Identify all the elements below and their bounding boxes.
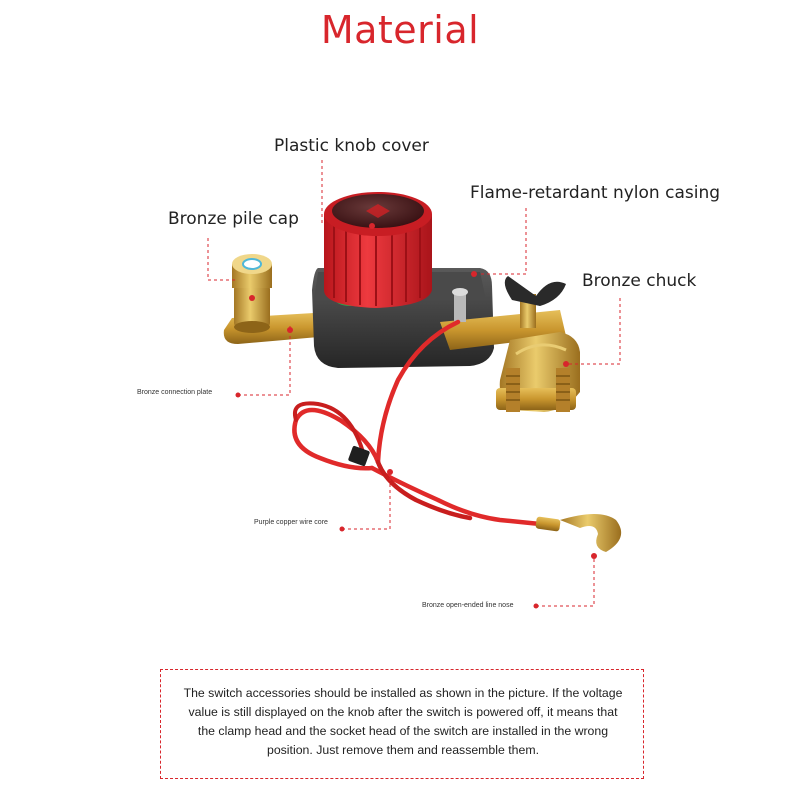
callout-dots (235, 223, 597, 609)
bronze-chuck (496, 276, 580, 412)
page-title: Material (320, 8, 480, 52)
callout-lines (207, 160, 621, 607)
label-knob-cover: Plastic knob cover (274, 136, 429, 156)
label-wire-core: Purple copper wire core (254, 519, 328, 526)
red-wire (292, 319, 543, 527)
label-casing: Flame-retardant nylon casing (470, 183, 721, 203)
bronze-line-nose (535, 514, 622, 552)
label-connection-plate: Bronze connection plate (137, 389, 213, 396)
plastic-knob (324, 192, 432, 308)
installation-note-text: The switch accessories should be install… (183, 686, 623, 757)
label-chuck: Bronze chuck (582, 271, 697, 291)
label-pile-cap: Bronze pile cap (168, 209, 299, 229)
cable-tie (348, 445, 370, 467)
bronze-pile-cap (232, 254, 272, 333)
installation-note-box: The switch accessories should be install… (160, 669, 644, 779)
label-line-nose: Bronze open-ended line nose (422, 602, 514, 609)
